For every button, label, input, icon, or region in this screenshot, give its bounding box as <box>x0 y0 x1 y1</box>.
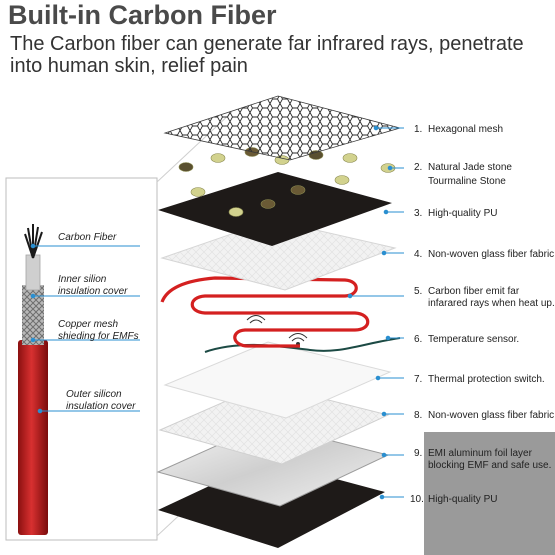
layer-number: 7. <box>414 374 422 385</box>
layer-label: infarared rays when heat up. <box>428 298 555 309</box>
layer-thin-sheet <box>163 341 392 419</box>
cable-label: insulation cover <box>66 401 136 412</box>
layer-label: Thermal protection switch. <box>428 374 545 385</box>
heat-signal-icon <box>246 315 266 324</box>
outer-silicon-cover <box>18 340 48 535</box>
cable-label: Carbon Fiber <box>58 232 117 243</box>
layer-number: 2. <box>414 162 422 173</box>
sensor-signal-icon <box>288 333 308 346</box>
highlight-box <box>424 432 555 555</box>
layer-number: 6. <box>414 334 422 345</box>
layer-number: 3. <box>414 208 422 219</box>
layer-label: Tourmaline Stone <box>428 176 506 187</box>
layer-number: 8. <box>414 410 422 421</box>
cable-label: Inner silion <box>58 274 107 285</box>
cable-label: shieding for EMFs <box>58 331 139 342</box>
layer-stack <box>156 95 402 548</box>
layer-label: Temperature sensor. <box>428 334 519 345</box>
layer-label: blocking EMF and safe use. <box>428 460 551 471</box>
layer-label: High-quality PU <box>428 208 497 219</box>
inner-silicon-cover <box>25 254 41 291</box>
temperature-sensor-wire <box>204 337 401 353</box>
layer-leader-lines <box>347 125 404 500</box>
cable-label: Copper mesh <box>58 319 118 330</box>
layer-labels: 1. Hexagonal mesh 2. Natural Jade stone … <box>410 124 555 505</box>
layer-label: Carbon fiber emit far <box>428 286 520 297</box>
layer-label: Non-woven glass fiber fabric. <box>428 410 555 421</box>
cable-label: Outer silicon <box>66 389 122 400</box>
cable-label: insulation cover <box>58 286 128 297</box>
page-title: Built-in Carbon Fiber <box>8 0 277 30</box>
cable-panel: Carbon Fiber Inner silion insulation cov… <box>5 111 233 541</box>
cable-leader-lines <box>30 243 140 414</box>
layer-number: 9. <box>414 448 422 459</box>
carbon-heating-wire <box>160 276 370 348</box>
layer-pu-top <box>158 172 392 246</box>
layer-number: 4. <box>414 249 422 260</box>
layer-label: Hexagonal mesh <box>428 124 503 135</box>
copper-mesh <box>22 285 44 345</box>
layer-label: Natural Jade stone <box>428 162 512 173</box>
layer-number: 1. <box>414 124 422 135</box>
layer-number: 10. <box>410 494 424 505</box>
page-subtitle: The Carbon fiber can generate far infrar… <box>10 33 524 77</box>
layer-hexagonal-mesh <box>163 95 402 161</box>
layer-label: High-quality PU <box>428 494 497 505</box>
carbon-fiber-strands <box>24 224 43 259</box>
layer-number: 5. <box>414 286 422 297</box>
layer-label: Non-woven glass fiber fabric. <box>428 249 555 260</box>
layer-label: EMI aluminum foil layer <box>428 448 533 459</box>
